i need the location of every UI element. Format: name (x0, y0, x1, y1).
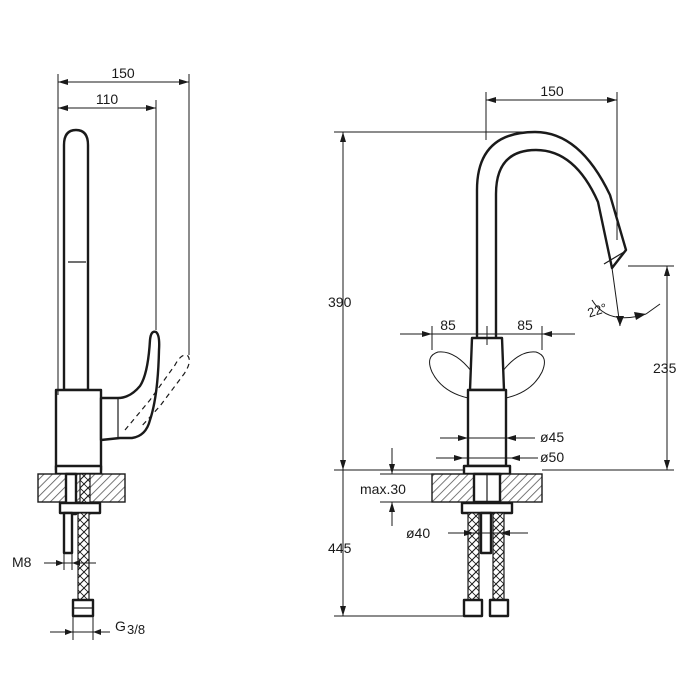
dim-side-spout-reach: 110 (96, 91, 119, 107)
dim-front-spout-reach: 150 (540, 83, 564, 99)
dim-front-max-deck: max.30 (360, 481, 406, 497)
dim-front-hole-diameter: ø40 (406, 525, 430, 541)
side-handle-open-position (124, 354, 190, 431)
dim-front-spout-height: 235 (653, 360, 677, 376)
dim-front-below-deck: 445 (328, 540, 352, 556)
side-threaded-stud (62, 511, 74, 555)
side-fixing-nut (58, 501, 102, 515)
dim-front-handle-right: 85 (517, 317, 533, 333)
front-hose-left (467, 512, 480, 604)
front-hose-connector-left (462, 598, 484, 618)
front-body-cap (468, 336, 506, 392)
front-hose-connector-right (488, 598, 510, 618)
front-fixing-nut (460, 501, 514, 515)
front-handle-right-ghost (501, 351, 545, 399)
front-aerator (603, 251, 625, 265)
front-hose-right (492, 512, 505, 604)
side-spout (62, 128, 90, 392)
dim-front-body-diameter: ø45 (540, 429, 564, 445)
dim-front-total-height: 390 (328, 294, 352, 310)
side-handle (99, 330, 161, 442)
dim-front-handle-left: 85 (440, 317, 456, 333)
dim-side-stud-thread: M8 (12, 554, 32, 570)
dim-side-overall-reach: 150 (111, 65, 135, 81)
dim-front-spout-angle: 22° (585, 300, 608, 320)
dim-front-base-diameter: ø50 (540, 449, 564, 465)
front-body (466, 388, 508, 468)
dim-side-hose-thread-fraction: 3/8 (127, 622, 145, 637)
side-view: 150 110 M8 G 3/8 (12, 65, 190, 640)
side-flexible-hose (77, 512, 90, 604)
front-handle-left-ghost (429, 351, 473, 399)
dim-side-hose-thread: G (115, 618, 126, 634)
side-body (54, 388, 103, 472)
front-view: 150 390 235 22° 85 85 ø45 (328, 83, 677, 618)
side-base (54, 464, 103, 476)
